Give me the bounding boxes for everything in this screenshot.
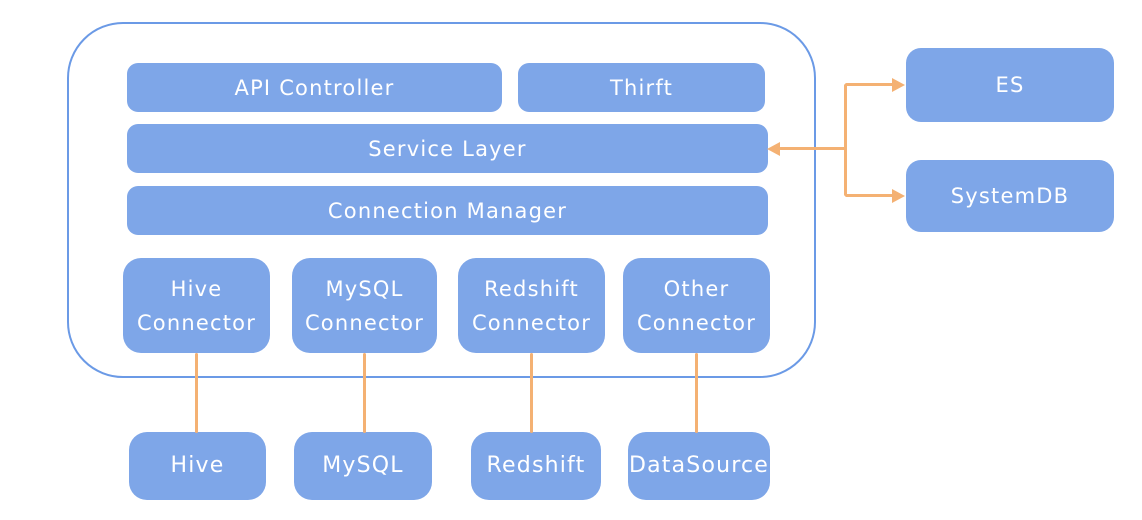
service-layer-junction-line <box>779 147 846 150</box>
node-mysql-connector-label: MySQL Connector <box>304 276 425 335</box>
node-connection-manager-label: Connection Manager <box>327 198 568 223</box>
line-other-connector-to-datasource <box>695 353 698 433</box>
node-hive: Hive <box>129 432 266 500</box>
node-api-controller-label: API Controller <box>234 75 395 100</box>
arrowhead-to-service-layer-icon <box>767 141 780 156</box>
branch-line-to-systemdb <box>845 194 895 197</box>
arrowhead-to-systemdb-icon <box>892 188 905 203</box>
branch-line-to-es <box>845 83 895 86</box>
node-mysql: MySQL <box>294 432 432 500</box>
node-redshift-connector-label: Redshift Connector <box>471 276 592 335</box>
node-mysql-connector: MySQL Connector <box>292 258 437 353</box>
node-service-layer: Service Layer <box>127 124 768 173</box>
main-system-container <box>67 22 816 378</box>
node-thirft-label: Thirft <box>609 75 674 100</box>
line-mysql-connector-to-mysql <box>363 353 366 433</box>
line-hive-connector-to-hive <box>195 353 198 433</box>
node-thirft: Thirft <box>518 63 765 112</box>
node-hive-label: Hive <box>170 453 225 478</box>
node-es: ES <box>906 48 1114 122</box>
node-mysql-label: MySQL <box>322 453 404 478</box>
node-systemdb-label: SystemDB <box>950 184 1070 208</box>
node-datasource-label: DataSource <box>628 453 770 478</box>
node-connection-manager: Connection Manager <box>127 186 768 235</box>
node-redshift: Redshift <box>471 432 601 500</box>
node-es-label: ES <box>995 73 1025 97</box>
arrowhead-to-es-icon <box>892 77 905 92</box>
node-hive-connector-label: Hive Connector <box>136 276 257 335</box>
node-hive-connector: Hive Connector <box>123 258 270 353</box>
node-systemdb: SystemDB <box>906 160 1114 232</box>
node-redshift-connector: Redshift Connector <box>458 258 605 353</box>
node-redshift-label: Redshift <box>486 453 586 478</box>
junction-vertical-line <box>844 84 847 196</box>
node-other-connector: Other Connector <box>623 258 770 353</box>
node-datasource: DataSource <box>628 432 770 500</box>
node-api-controller: API Controller <box>127 63 502 112</box>
node-service-layer-label: Service Layer <box>368 136 527 161</box>
node-other-connector-label: Other Connector <box>636 276 757 335</box>
line-redshift-connector-to-redshift <box>530 353 533 433</box>
